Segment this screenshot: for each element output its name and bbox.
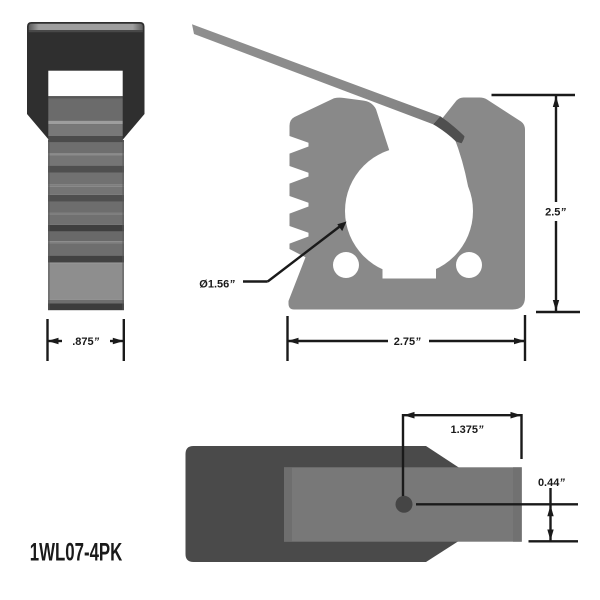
svg-text:1WL07-4PK: 1WL07-4PK bbox=[30, 539, 123, 567]
svg-text:0.44”: 0.44” bbox=[538, 477, 565, 489]
svg-text:.875”: .875” bbox=[72, 336, 99, 348]
svg-text:2.75”: 2.75” bbox=[394, 336, 421, 348]
svg-text:1.375”: 1.375” bbox=[450, 424, 484, 436]
svg-text:Ø1.56”: Ø1.56” bbox=[199, 279, 235, 291]
svg-text:2.5”: 2.5” bbox=[545, 207, 566, 219]
